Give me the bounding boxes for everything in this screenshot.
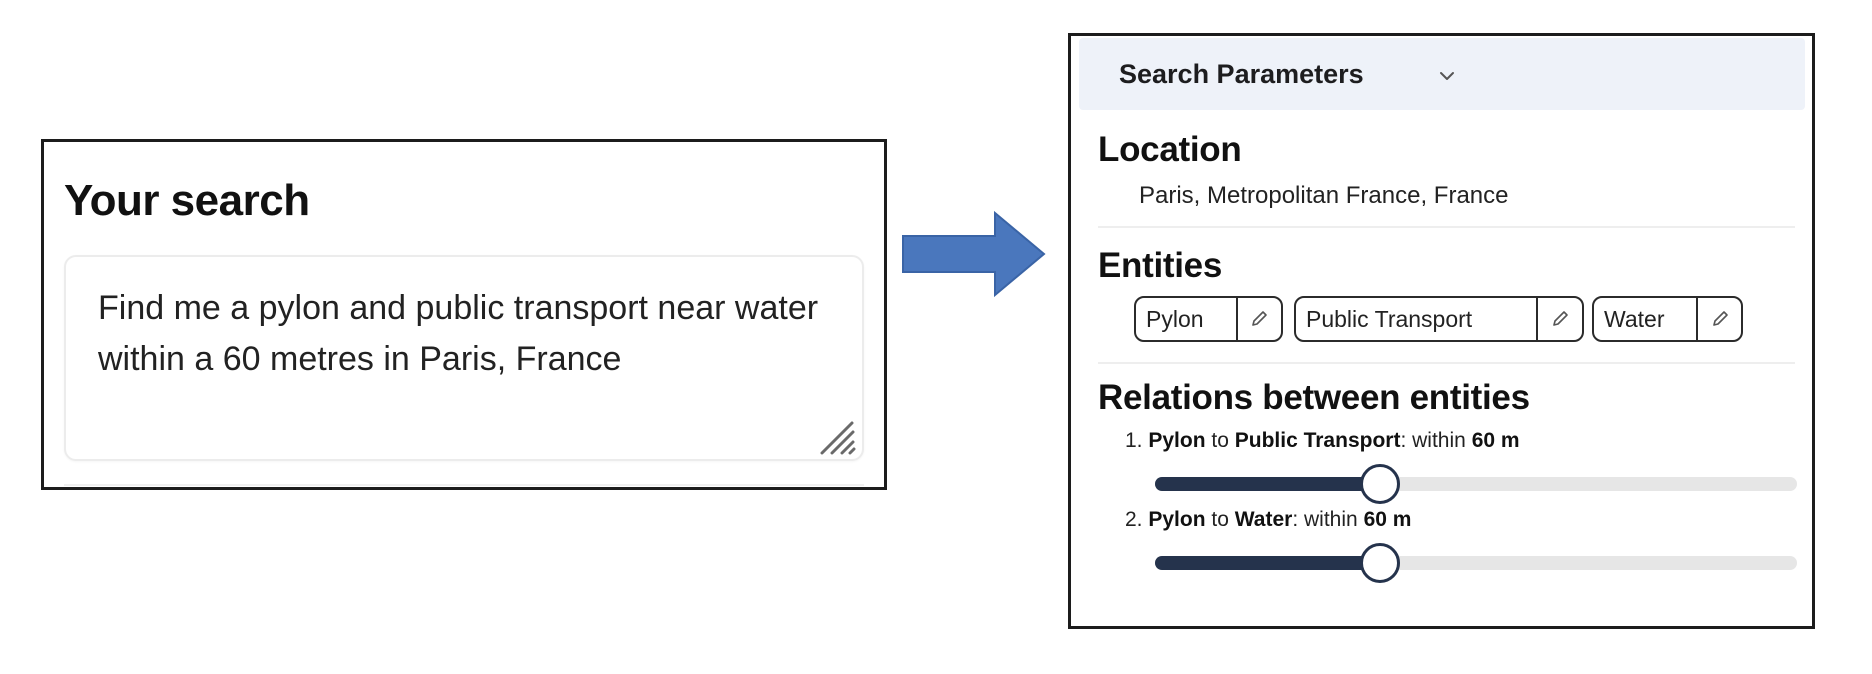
entity-chip-label: Public Transport [1296,298,1539,340]
distance-slider[interactable] [1155,542,1797,583]
relation-index: 2. [1125,508,1143,531]
relation-connector: to [1211,429,1229,452]
relations-heading: Relations between entities [1098,378,1530,417]
your-search-heading: Your search [64,176,310,225]
relation-label: 1. Pylon to Public Transport: within 60 … [1125,429,1520,453]
edit-entity-button[interactable] [1538,298,1582,340]
slider-thumb[interactable] [1359,464,1400,504]
distance-slider[interactable] [1155,463,1797,504]
relation-to: Water [1234,508,1293,531]
your-search-panel: Your search Find me a pylon and public t… [41,139,887,490]
entities-heading: Entities [1098,246,1223,285]
relation-from: Pylon [1148,429,1206,452]
right-arrow-icon [902,210,1046,298]
relation-qualifier: within [1412,429,1466,452]
search-parameters-title: Search Parameters [1119,59,1364,89]
relation-qualifier: within [1304,508,1358,531]
edit-entity-button[interactable] [1698,298,1741,340]
relation-from: Pylon [1148,508,1206,531]
location-heading: Location [1098,130,1242,169]
slider-fill [1155,556,1380,570]
relation-distance: 60 m [1363,508,1412,531]
edit-entity-button[interactable] [1238,298,1281,340]
pencil-icon [1712,311,1728,326]
entity-chip-public-transport: Public Transport [1294,296,1584,342]
entity-chip-pylon: Pylon [1134,296,1283,342]
chevron-down-icon [1440,72,1454,80]
relation-distance: 60 m [1471,429,1520,452]
section-divider [1098,362,1795,364]
search-query-textarea[interactable]: Find me a pylon and public transport nea… [64,255,864,461]
pencil-icon [1252,311,1268,326]
relation-separator: : [1292,508,1299,531]
resize-handle-icon[interactable] [816,417,856,455]
entity-chip-water: Water [1592,296,1743,342]
relation-separator: : [1400,429,1407,452]
relation-connector: to [1211,508,1229,531]
relation-label: 2. Pylon to Water: within 60 m [1125,508,1411,532]
entity-chip-label: Pylon [1136,298,1238,340]
search-parameters-toggle[interactable]: Search Parameters [1079,38,1805,110]
search-parameters-panel: Search Parameters Location Paris, Metrop… [1068,33,1815,629]
entity-chip-label: Water [1594,298,1699,340]
relation-to: Public Transport [1234,429,1401,452]
slider-thumb[interactable] [1359,543,1400,583]
search-query-text: Find me a pylon and public transport nea… [98,289,819,378]
pencil-icon [1553,311,1568,326]
slider-fill [1155,477,1380,491]
next-field-edge [64,484,864,488]
location-value: Paris, Metropolitan France, France [1139,182,1509,209]
relation-index: 1. [1125,429,1143,452]
section-divider [1098,226,1795,228]
